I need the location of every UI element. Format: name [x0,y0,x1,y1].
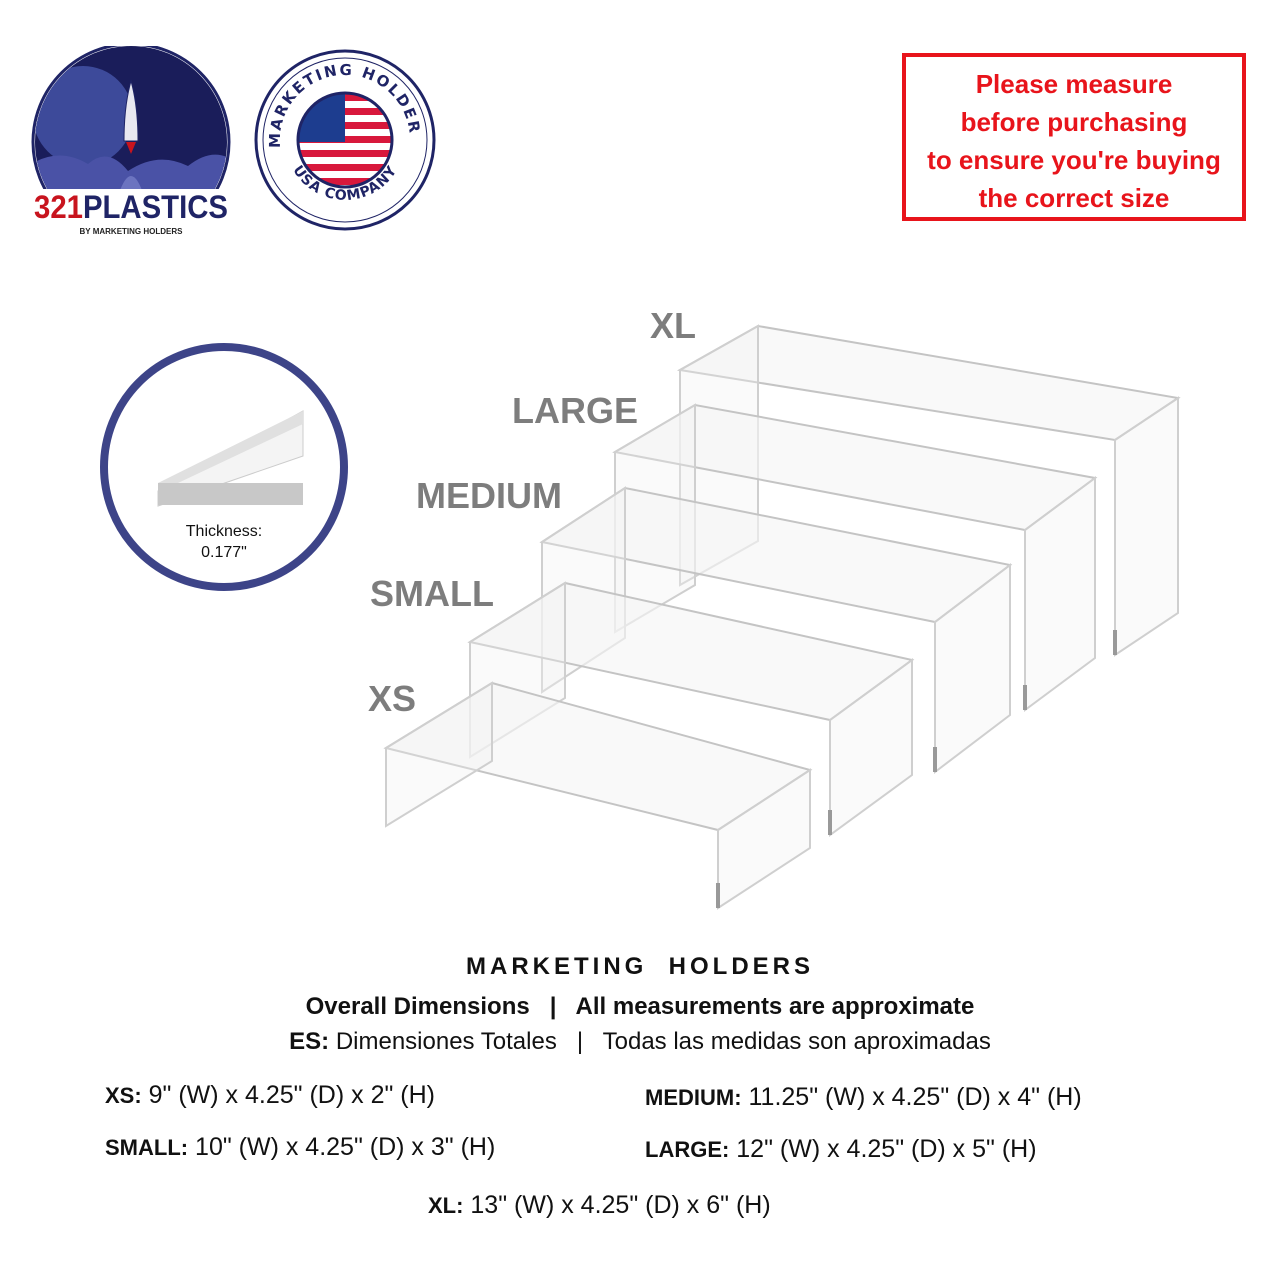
riser-leg [829,658,913,837]
size-label-large: LARGE [512,390,638,431]
riser-leg [934,562,1011,775]
logo-wordmark: 321PLASTICS [34,189,228,225]
spec-xs: XS: 9" (W) x 4.25" (D) x 2" (H) [105,1081,435,1109]
321plastics-logo: 321PLASTICS BY MARKETING HOLDERS [28,46,234,238]
thickness-value: 0.177" [201,544,247,561]
spec-large: LARGE: 12" (W) x 4.25" (D) x 5" (H) [645,1135,1037,1163]
riser-leg [1114,396,1179,657]
notice-line: before purchasing [960,107,1188,137]
riser-xs [383,681,813,910]
size-label-medium: MEDIUM [416,475,562,516]
notice-line: the correct size [978,183,1170,213]
acrylic-edge-closeup [157,410,304,507]
size-label-small: SMALL [370,573,494,614]
riser-leg [717,768,811,910]
measure-notice: Please measure before purchasing to ensu… [902,53,1246,221]
es-prefix: ES: [289,1028,330,1055]
riser-leg [1024,476,1096,712]
svg-text:BY MARKETING HOLDERS: BY MARKETING HOLDERS [80,227,184,236]
marketing-holders-usa-seal: MARKETING HOLDERS USA COMPANY [252,48,436,231]
size-label-xs: XS [368,678,417,719]
riser-large [612,403,1098,712]
thickness-label: Thickness: [185,523,263,540]
brand-heading: MARKETING HOLDERS [466,953,814,980]
size-label-xl: XL [650,305,697,346]
thickness-callout: Thickness: 0.177" [100,343,348,591]
notice-line: Please measure [975,69,1173,99]
overall-dimensions-es: ES: Dimensiones Totales | Todas las medi… [0,1028,1280,1056]
riser-leg [385,681,493,828]
spec-xl: XL: 13" (W) x 4.25" (D) x 6" (H) [428,1191,771,1219]
notice-line: to ensure you're buying [927,145,1221,175]
es-text: Dimensiones Totales | Todas las medidas … [329,1028,991,1055]
spec-small: SMALL: 10" (W) x 4.25" (D) x 3" (H) [105,1133,496,1161]
spec-medium: MEDIUM: 11.25" (W) x 4.25" (D) x 4" (H) [645,1083,1082,1111]
riser-set-illustration [383,324,1181,910]
overall-dimensions-en: Overall Dimensions | All measurements ar… [305,993,975,1020]
